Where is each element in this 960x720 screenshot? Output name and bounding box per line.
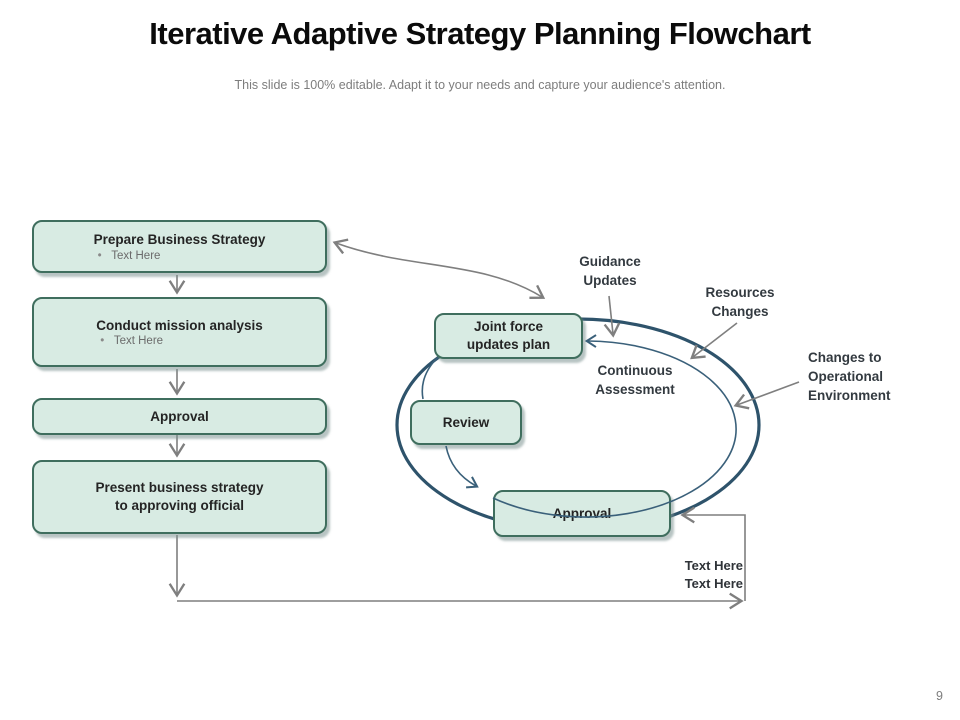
label-resources-changes: Resources Changes (705, 285, 775, 320)
page-title: Iterative Adaptive Strategy Planning Flo… (149, 16, 811, 51)
flow-step-prepare-strategy: Prepare Business Strategy Text Here (32, 220, 327, 273)
cycle-node-review: Review (410, 400, 522, 445)
flow-step-label: Present business strategy to approving o… (95, 480, 264, 513)
label-continuous-assessment: Continuous Assessment (595, 363, 675, 398)
flow-step-bullet: Text Here (96, 335, 263, 347)
flow-step-label: Prepare Business Strategy (93, 232, 266, 248)
cycle-node-approval: Approval (493, 490, 671, 537)
label-feedback-text: Text Here Text Here (684, 558, 743, 592)
label-guidance-updates: Guidance Updates (579, 254, 641, 289)
arrow-cycle-to-prepare (332, 238, 546, 300)
label-environment-changes: Changes to Operational Environment (808, 350, 891, 404)
flow-step-approval: Approval (32, 398, 327, 435)
flow-step-label: Conduct mission analysis (96, 317, 263, 333)
flow-step-label: Approval (150, 408, 209, 424)
flow-step-mission-analysis: Conduct mission analysis Text Here (32, 297, 327, 367)
page-number: 9 (936, 689, 943, 703)
cycle-node-label: Approval (552, 505, 612, 521)
flow-step-bullet: Text Here (94, 250, 266, 262)
cycle-node-label: Joint force updates plan (466, 319, 551, 352)
arrow-guidance-updates (603, 295, 621, 338)
cycle-node-joint-force: Joint force updates plan (434, 313, 583, 359)
arc-review-to-approval (445, 445, 479, 489)
arc-jointforce-to-review (421, 357, 438, 400)
flow-step-present-strategy: Present business strategy to approving o… (32, 460, 327, 534)
page-subtitle: This slide is 100% editable. Adapt it to… (234, 78, 726, 92)
arrow-resources-changes (690, 322, 738, 360)
arrow-environment-changes (733, 381, 800, 410)
cycle-node-label: Review (442, 414, 490, 430)
